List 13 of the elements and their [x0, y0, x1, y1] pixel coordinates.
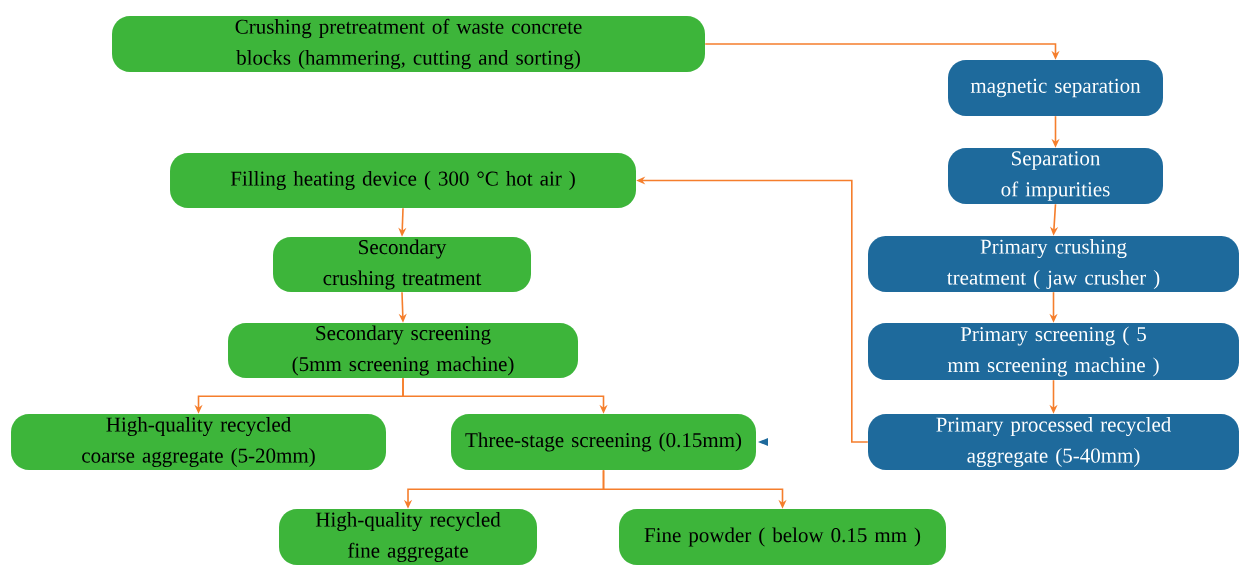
process-box: Separation of impurities	[948, 148, 1163, 204]
process-box: Three-stage screening (0.15mm)	[451, 414, 756, 470]
process-box: Fine powder ( below 0.15 mm )	[619, 509, 946, 565]
process-box: Primary screening ( 5 mm screening machine )	[868, 323, 1239, 380]
process-box: Crushing pretreatment of waste concrete blocks (hammering, cutting and sorting)	[112, 16, 705, 72]
process-box: Secondary crushing treatment	[273, 237, 531, 292]
process-box: Primary processed recycled aggregate (5-40mm)	[868, 414, 1239, 470]
process-box: Secondary screening (5mm screening machine)	[228, 323, 578, 378]
process-box: High-quality recycled fine aggregate	[279, 509, 537, 565]
process-box: Filling heating device ( 300 °C hot air )	[170, 153, 636, 208]
process-box: magnetic separation	[948, 60, 1163, 116]
process-box: Primary crushing treatment ( jaw crusher )	[868, 236, 1239, 292]
process-box: High-quality recycled coarse aggregate (5-20mm)	[11, 414, 386, 470]
